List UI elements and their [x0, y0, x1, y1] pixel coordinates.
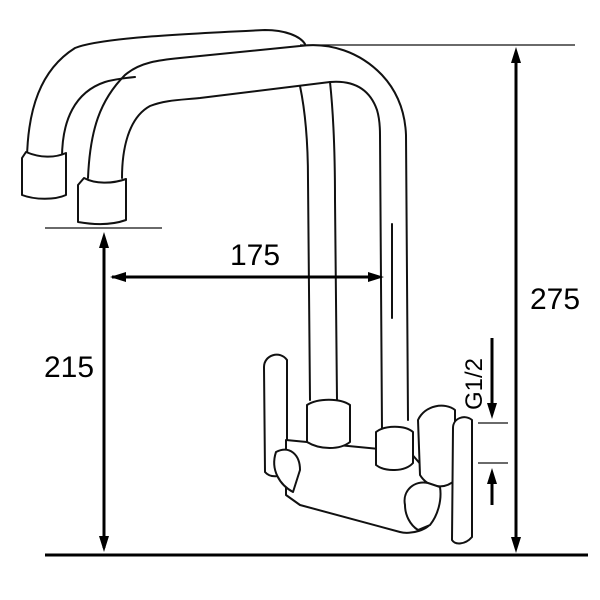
outlet-height-label: 215 [44, 351, 95, 384]
pipe-collar-left [306, 398, 351, 449]
spout-reach-label: 175 [230, 239, 281, 272]
lever-handle-right [451, 416, 473, 545]
pipe-collar-right [375, 425, 414, 471]
thread-size-label: G1/2 [461, 357, 488, 410]
spout-rear-outline [21, 29, 306, 200]
total-height-label: 275 [530, 283, 581, 316]
wall-flange [417, 404, 456, 488]
valve-body [263, 353, 473, 545]
dimension-lines [45, 44, 588, 557]
spout-front [77, 44, 409, 431]
